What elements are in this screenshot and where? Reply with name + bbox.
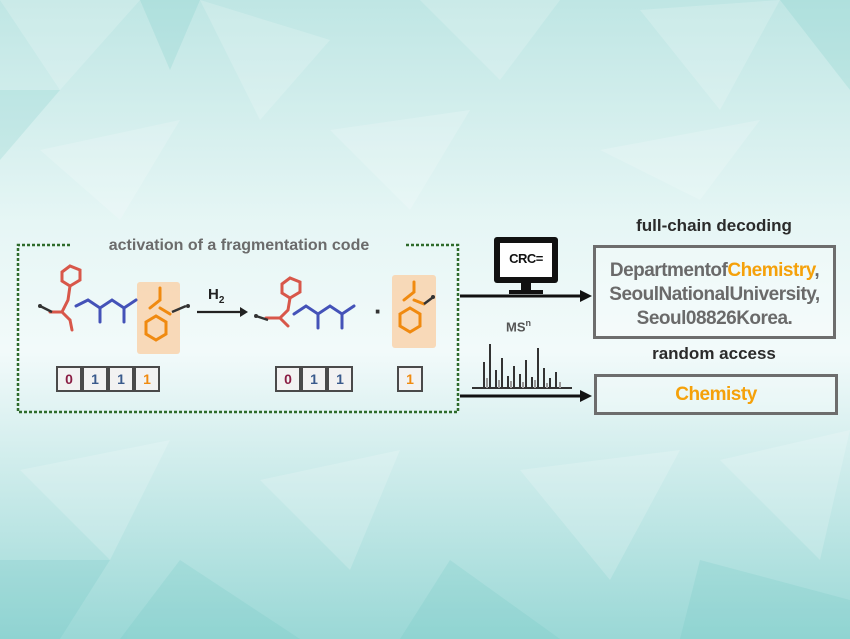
ms-label: MSn [506,318,531,334]
reagent-label: H2 [208,286,224,306]
ms-label-sup: n [525,318,532,328]
bit-cell: 1 [301,366,327,392]
bit-cell: 0 [275,366,301,392]
fullchain-highlight: Chemistry [727,260,815,281]
random-title: random access [652,344,776,363]
reagent-main: H [208,286,219,303]
activation-title: activation of a fragmentation code [108,237,370,254]
fullchain-line-2: SeoulNationalUniversity, [609,284,820,305]
molecule-right-blue [292,304,356,330]
fullchain-line-3: Seoul08826Korea. [636,308,793,329]
molecule-left-orange [144,286,172,342]
random-result: Chemisty [675,384,757,405]
fullchain-result-box: DepartmentofChemistry, SeoulNationalUniv… [593,245,836,339]
bit-cell: 0 [56,366,82,392]
fullchain-line-1a: Departmentof [609,260,728,281]
bit-cell: 1 [134,366,160,392]
ms-label-main: MS [506,319,526,335]
monitor-icon [494,237,558,294]
bit-cell: 1 [108,366,134,392]
bit-cell: 1 [327,366,353,392]
fullchain-line-1: DepartmentofChemistry, [596,260,833,282]
molecule-left-blue [74,298,138,324]
bit-cell: 1 [397,366,423,392]
bit-cell: 1 [82,366,108,392]
fullchain-title: full-chain decoding [636,216,792,235]
reagent-sub: 2 [218,295,225,306]
monitor-label: CRC= [509,251,543,266]
random-result-box: Chemisty [594,374,838,415]
fragment-orange [398,280,426,334]
fragment-dot: · [374,296,383,326]
molecule-right-red [264,276,302,328]
fullchain-line-1c: , [814,260,820,281]
